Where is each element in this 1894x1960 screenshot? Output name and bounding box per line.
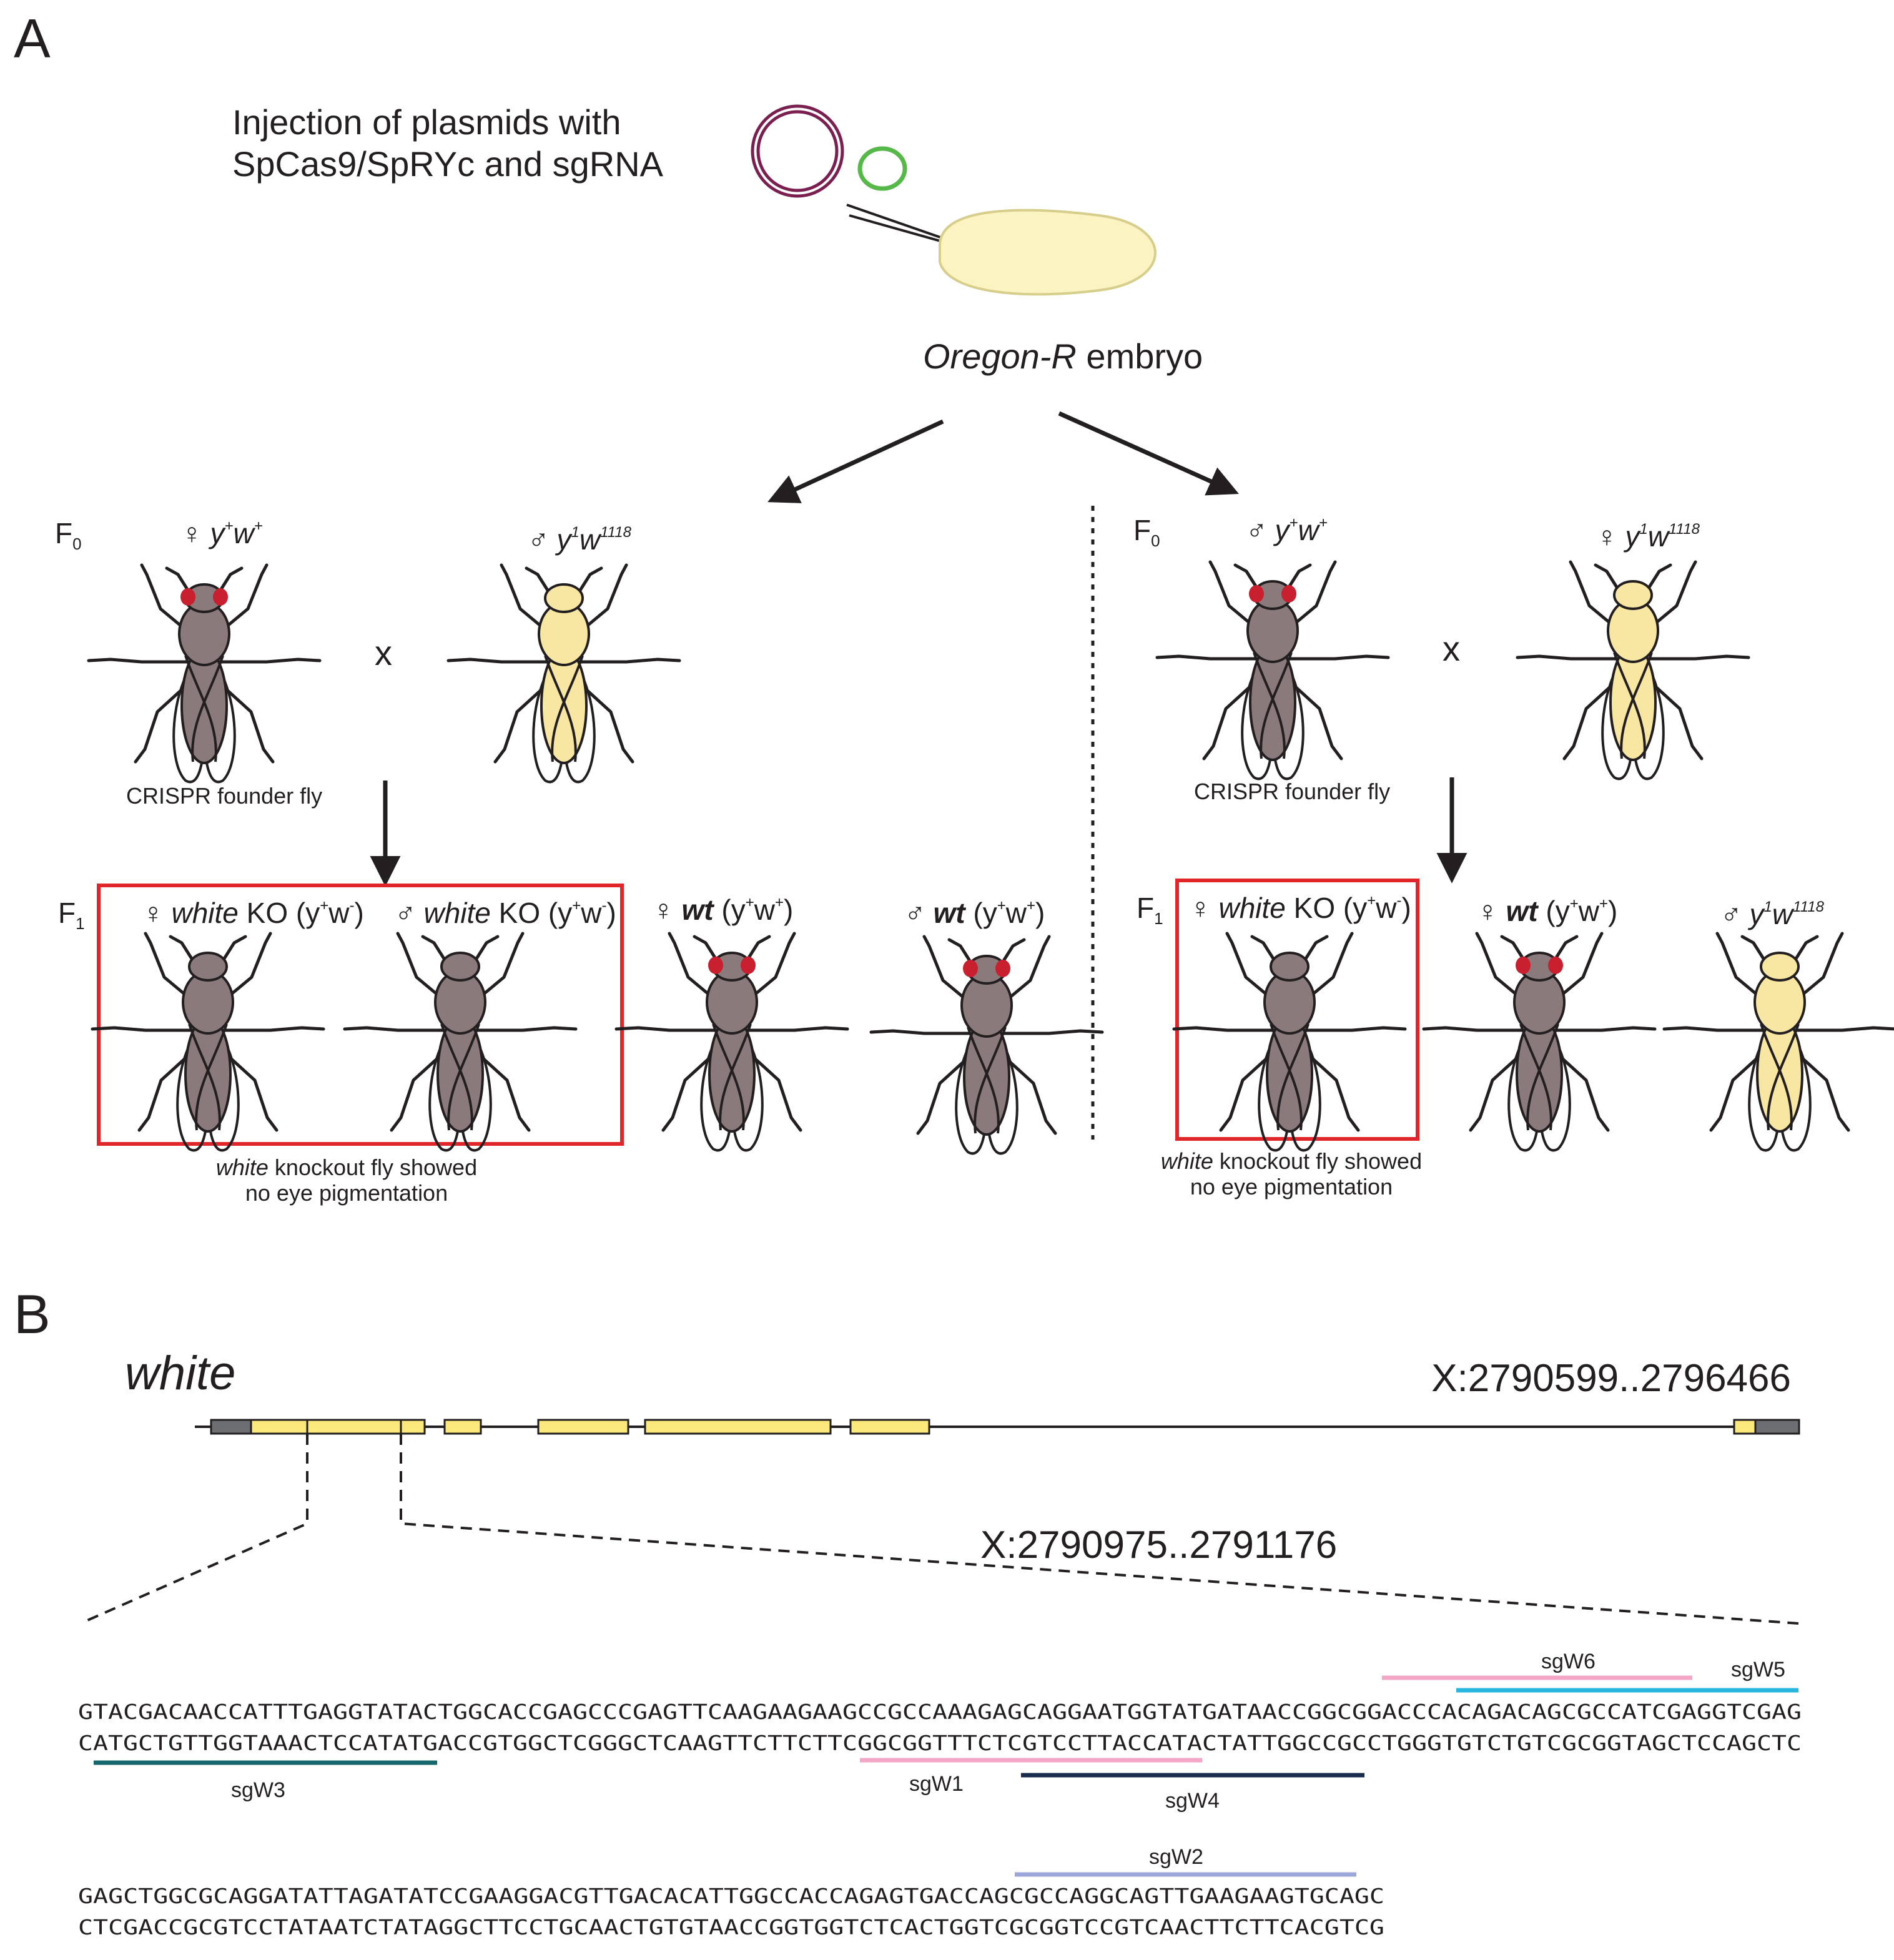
sequence-line2-top: GAGCTGGCGCAGGATATTAGATATCCGAAGGACGTTGACA… <box>78 1884 1384 1908</box>
panel-b-label: B <box>14 1283 51 1345</box>
founder-label-left: CRISPR founder fly <box>126 783 322 809</box>
panel-a-label: A <box>14 7 51 69</box>
fly-icon <box>1517 562 1748 779</box>
embryo-label: Oregon-R embryo <box>923 337 1203 376</box>
fly-icon <box>616 933 847 1150</box>
sgrna-label-sgw2: sgW2 <box>1149 1845 1203 1869</box>
ko-caption-left-line2: no eye pigmentation <box>245 1180 448 1206</box>
ko-highlight-box-right <box>1175 879 1419 1141</box>
embryo-icon <box>939 209 1157 296</box>
sgrna-label-sgw1: sgW1 <box>909 1772 964 1796</box>
f0-label-right: F0 <box>1133 514 1160 550</box>
f0-female-genotype-left: ♀y+w+ <box>181 517 263 549</box>
cross-symbol-left: x <box>375 633 392 672</box>
gene-model <box>195 1419 1800 1435</box>
ko-caption-right-line1: white knockout fly showed <box>1161 1148 1422 1174</box>
sgrna-label-sgw4: sgW4 <box>1165 1789 1220 1813</box>
sequence-line1-bottom: CATGCTGTTGGTAAACTCCATATGACCGTGGCTCGGGCTC… <box>78 1731 1802 1755</box>
cross-symbol-right: x <box>1443 629 1460 668</box>
fly-icon <box>1424 933 1655 1150</box>
fly-icon <box>1664 933 1894 1150</box>
f1-genotype-right-1: ♀white KO (y+w-) <box>1190 892 1411 924</box>
gene-name: white <box>125 1347 235 1400</box>
zoom-coordinates: X:2790975..2791176 <box>980 1524 1337 1567</box>
f0-female-genotype-right: ♀y1w1118 <box>1596 520 1700 553</box>
zoom-lines <box>87 1434 1799 1625</box>
arrow-icon <box>767 419 944 503</box>
f1-genotype-right-2: ♀wt (y+w+) <box>1477 895 1617 927</box>
f0-label-left: F0 <box>55 517 82 553</box>
f1-label-left: F1 <box>58 897 85 933</box>
founder-label-right: CRISPR founder fly <box>1194 779 1390 804</box>
injection-text-line1: Injection of plasmids with <box>232 102 621 142</box>
f1-genotype-left-4: ♂wt (y+w+) <box>904 897 1045 929</box>
f1-genotype-right-3: ♂y1w1118 <box>1720 898 1825 930</box>
fly-icon <box>1174 933 1405 1150</box>
f1-label-right: F1 <box>1137 892 1163 928</box>
fly-icon <box>92 933 323 1150</box>
injection-text-line2: SpCas9/SpRYc and sgRNA <box>232 144 664 184</box>
f0-male-genotype-left: ♂y1w1118 <box>528 523 632 556</box>
plasmid-icon <box>751 104 907 198</box>
sgrna-label-sgw3: sgW3 <box>231 1778 285 1802</box>
f1-genotype-left-1: ♀white KO (y+w-) <box>142 897 364 929</box>
sgrna-label-sgw6: sgW6 <box>1541 1650 1596 1673</box>
sgrna-label-sgw5: sgW5 <box>1731 1658 1785 1682</box>
ko-caption-left-line1: white knockout fly showed <box>216 1155 477 1180</box>
ko-highlight-box-left <box>97 884 624 1146</box>
fly-icon <box>448 565 679 782</box>
gene-coordinates: X:2790599..2796466 <box>1431 1357 1791 1400</box>
f0-male-genotype-right: ♂y+w+ <box>1246 514 1328 546</box>
fly-icon <box>871 937 1102 1153</box>
sequence-line2-bottom: CTCGACCGCGTCCTATAATCTATAGGCTTCCTGCAACTGT… <box>78 1916 1384 1939</box>
fly-icon <box>345 933 576 1150</box>
fly-icon <box>1157 562 1388 779</box>
f1-genotype-left-3: ♀wt (y+w+) <box>653 894 793 926</box>
f1-genotype-left-2: ♂white KO (y+w-) <box>395 897 616 929</box>
sequence-line1-top: GTACGACAACCATTTGAGGTATACTGGCACCGAGCCCGAG… <box>78 1700 1802 1724</box>
ko-caption-right-line2: no eye pigmentation <box>1190 1174 1393 1199</box>
injection-needle-icon <box>846 204 950 245</box>
arrow-icon <box>1058 411 1239 496</box>
fly-icon <box>89 565 320 782</box>
